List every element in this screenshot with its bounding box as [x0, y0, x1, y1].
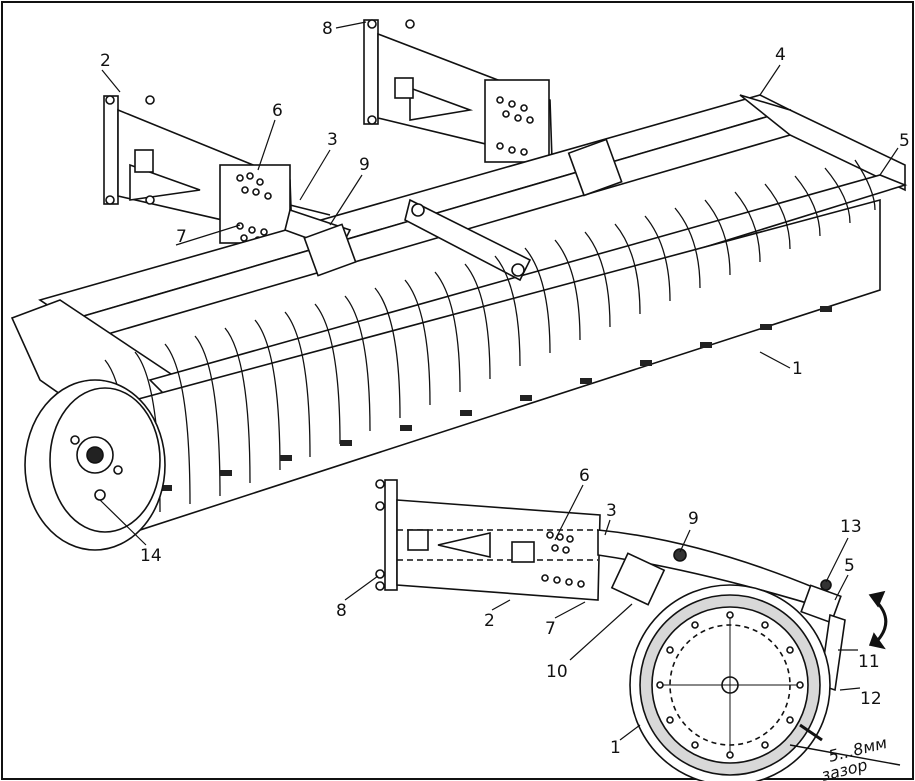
- callout-11: 11: [858, 652, 880, 672]
- main-roller-assembly: [10, 19, 908, 551]
- callout-9-bot: 9: [688, 509, 699, 529]
- callout-7-top: 7: [176, 227, 187, 247]
- callout-1-top: 1: [792, 359, 803, 379]
- right-mount-bracket: [363, 19, 553, 163]
- rotation-arrow-icon: [873, 598, 888, 641]
- callout-8-bot: 8: [336, 601, 347, 621]
- callout-5-bot: 5: [844, 556, 855, 576]
- callout-10: 10: [546, 662, 568, 682]
- callout-7-bot: 7: [545, 619, 556, 639]
- side-view-detail: [375, 479, 901, 781]
- callout-2-top: 2: [100, 51, 111, 71]
- callout-9-top: 9: [359, 155, 370, 175]
- callout-13: 13: [840, 517, 862, 537]
- callout-5-top: 5: [899, 131, 910, 151]
- callout-3-bot: 3: [606, 501, 617, 521]
- callout-6-bot: 6: [579, 466, 590, 486]
- callout-3-top: 3: [327, 130, 338, 150]
- leader-lines: [99, 21, 899, 741]
- left-mount-bracket: [103, 95, 331, 244]
- callout-8-top: 8: [322, 19, 333, 39]
- callout-4: 4: [775, 45, 786, 65]
- callout-6-top: 6: [272, 101, 283, 121]
- end-wheel: [24, 379, 166, 551]
- arms: [284, 138, 623, 282]
- callout-14: 14: [140, 546, 162, 566]
- callout-2-bot: 2: [484, 611, 495, 631]
- callout-1-bot: 1: [610, 738, 621, 758]
- callout-12: 12: [860, 689, 882, 709]
